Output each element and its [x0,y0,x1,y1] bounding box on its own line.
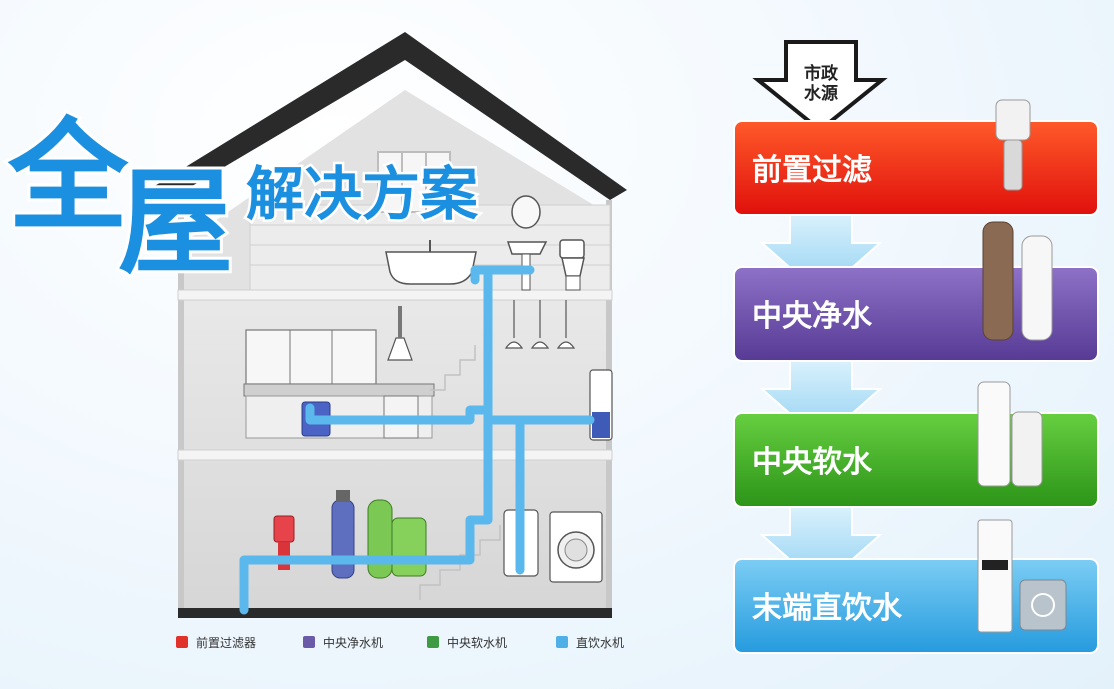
purifier-device-icon [982,221,1053,341]
legend-label-4: 直饮水机 [576,636,624,650]
stage-label-1: 前置过滤 [752,153,872,188]
legend: 前置过滤器 中央净水机 中央软水机 直饮水机 [176,635,624,650]
house [140,32,627,618]
source-arrow: 市政 水源 [752,40,888,133]
title-char-2: 屋 [118,156,233,290]
toilet [559,239,585,291]
house-roof [140,32,627,205]
water-pipes [239,265,595,615]
page-title: 全 屋 解决方案 [4,105,482,293]
ground-slab [178,608,612,618]
house-left-wall [178,195,184,615]
dispenser-device-icon [977,519,1067,633]
title-rest: 解决方案 [246,160,479,228]
ceiling-lamps [504,300,576,349]
legend-label-1: 前置过滤器 [196,635,256,650]
purifier-tank [331,490,355,579]
legend-swatch-1 [176,636,188,648]
filter-device-icon [995,99,1031,191]
floor-slab-top [177,289,613,301]
legend-swatch-3 [427,636,439,648]
legend-label-3: 中央软水机 [447,635,507,650]
floor-slab-middle [177,449,613,461]
bathtub [385,240,477,285]
source-label-line2: 水源 [804,83,838,104]
legend-swatch-2 [303,636,315,648]
bathroom-window [377,151,451,213]
source-label-line1: 市政 [804,63,839,84]
title-char-1: 全 [7,108,129,247]
water-dispenser-appliance [589,369,613,441]
stage-label-2: 中央净水 [752,299,873,334]
stage-label-3: 中央软水 [752,445,873,480]
softener-device-icon [977,381,1043,487]
stage-label-4: 末端直饮水 [752,591,903,626]
legend-swatch-4 [556,636,568,648]
legend-label-2: 中央净水机 [323,635,383,650]
washing-machine [549,511,603,583]
